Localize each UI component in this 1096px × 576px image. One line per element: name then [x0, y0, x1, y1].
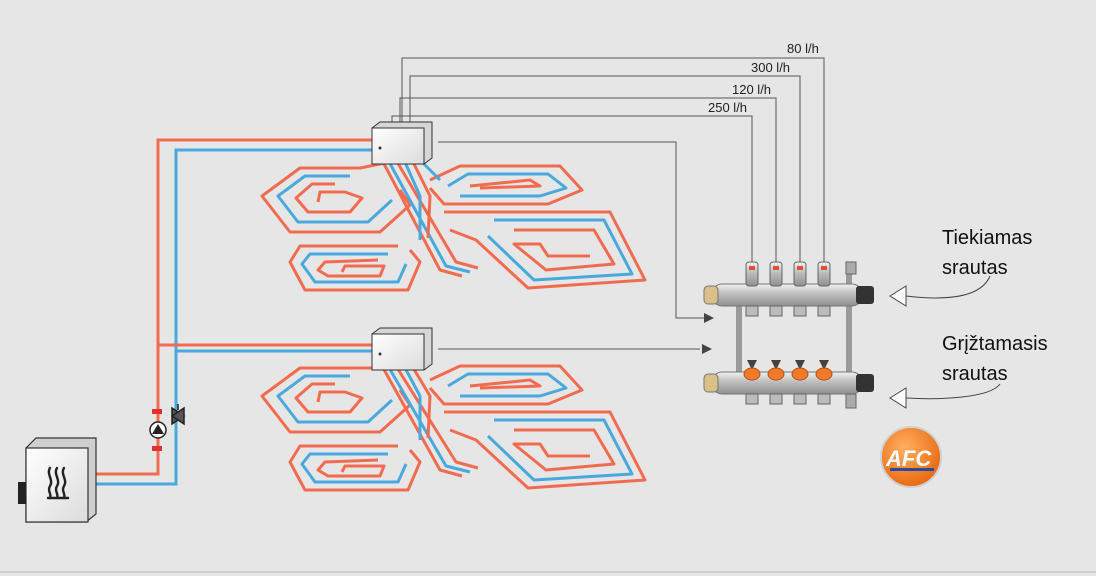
- loop-lower-d-cold: [486, 418, 634, 482]
- supply-label-line2: srautas: [942, 257, 1008, 279]
- arrow-icon: [704, 313, 714, 323]
- loop-lower-a-spiral: [294, 382, 364, 414]
- supply-indicator: [889, 275, 991, 307]
- loop-upper-d-cold: [486, 218, 634, 282]
- logo-text: AFC: [885, 446, 932, 471]
- arrow-icon: [771, 360, 781, 370]
- feed-upper-cold-1: [386, 159, 471, 274]
- loop-upper-c-cold: [447, 172, 568, 198]
- loop-upper-b-hot: [288, 244, 422, 292]
- supply-label-line1: Tiekiamas: [942, 227, 1032, 249]
- logo-icon: [880, 426, 942, 488]
- loop-upper-c-spiral: [469, 178, 542, 190]
- flow-label-120: 120 l/h: [732, 82, 771, 97]
- loop-lower-d-hot: [444, 410, 647, 490]
- lower-floor-loops: [260, 364, 647, 492]
- boiler: [18, 437, 97, 523]
- loop-upper-a-spiral: [294, 182, 364, 214]
- manifold-icon: [703, 261, 874, 409]
- thermostat-upper: [371, 121, 433, 165]
- return-label-line1: Grįžtamasis: [942, 333, 1048, 355]
- feed-lower-hot-3: [410, 365, 432, 439]
- feed-lower-cold-1: [386, 365, 471, 474]
- return-label-line2: srautas: [942, 363, 1008, 385]
- main-return-pipe: [96, 148, 374, 486]
- supply-curve: [905, 275, 991, 299]
- loop-lower-c-hot: [428, 364, 584, 406]
- thermostat-lower: [371, 327, 433, 371]
- feed-upper-cold-2: [402, 159, 422, 240]
- valve-icon: [170, 404, 186, 426]
- loop-lower-c-spiral: [469, 378, 542, 390]
- return-curve: [905, 383, 1001, 400]
- loop-upper-d-spiral: [512, 228, 616, 272]
- flow-label-250: 250 l/h: [708, 100, 747, 115]
- arrow-icon: [889, 387, 907, 409]
- leader-300: [409, 75, 801, 262]
- feed-upper-hot-1: [380, 159, 463, 278]
- flow-leader-lines: [391, 57, 825, 350]
- loop-upper-b-spiral: [316, 258, 386, 278]
- leader-arrowheads: [702, 313, 829, 370]
- loop-lower-c-cold: [447, 372, 568, 398]
- boiler-icon: [46, 466, 70, 500]
- flow-label-300: 300 l/h: [751, 60, 790, 75]
- leader-upper-box: [438, 141, 706, 319]
- loop-upper-a-hot: [260, 160, 412, 234]
- feed-upper-hot-3: [410, 159, 432, 239]
- leader-250: [391, 115, 753, 262]
- leader-120: [399, 97, 777, 262]
- arrow-icon: [747, 360, 757, 370]
- main-pipes: [96, 138, 374, 486]
- loop-lower-b-spiral: [316, 458, 386, 478]
- arrow-icon: [795, 360, 805, 370]
- feed-lower-hot-2: [394, 365, 479, 470]
- arrow-icon: [889, 285, 907, 307]
- leader-80: [401, 57, 825, 262]
- main-supply-pipe: [96, 138, 374, 476]
- arrow-icon: [702, 344, 712, 354]
- feed-lower-cold-2: [402, 365, 422, 440]
- arrow-icon: [819, 360, 829, 370]
- feed-upper-hot-2: [394, 159, 479, 270]
- logo: AFC: [880, 426, 942, 488]
- feed-lower-hot-1: [380, 365, 463, 478]
- loop-lower-a-cold: [276, 374, 394, 424]
- loop-upper-c-hot: [428, 164, 584, 206]
- manifold: [703, 261, 874, 409]
- loop-upper-b-cold: [300, 252, 408, 284]
- flow-label-80: 80 l/h: [787, 41, 819, 56]
- pump: [149, 404, 186, 451]
- return-indicator: [889, 383, 1001, 409]
- loop-lower-d-spiral: [512, 428, 616, 472]
- loop-upper-a-hot-inner: [276, 174, 394, 224]
- loop-lower-b-cold: [300, 452, 408, 484]
- upper-floor-loops: [260, 158, 647, 292]
- loop-lower-b-hot: [288, 444, 422, 492]
- loop-upper-d-hot: [444, 210, 647, 290]
